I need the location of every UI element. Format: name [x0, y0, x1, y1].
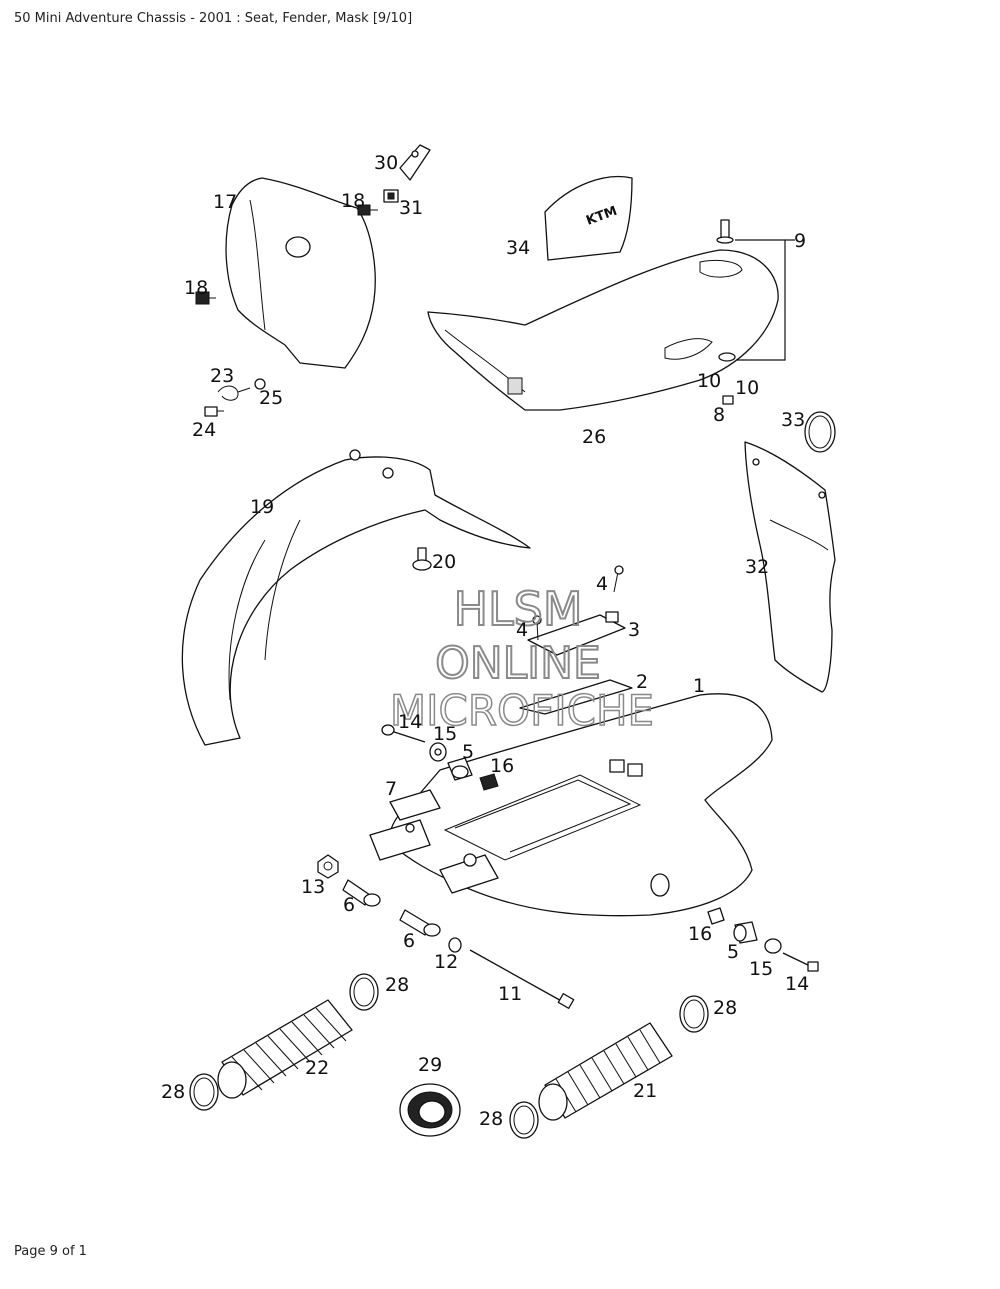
callout-21: 21: [633, 1080, 657, 1102]
part-15-washer-lower: [764, 938, 782, 954]
part-6-spacer-lower: [399, 909, 441, 937]
callout-6: 6: [403, 930, 415, 952]
part-14-bolt-lower: [782, 952, 819, 972]
part-22-fork-boot-left: [217, 999, 353, 1099]
callout-28: 28: [385, 974, 409, 996]
callout-33: 33: [781, 409, 805, 431]
part-10-washer: [718, 352, 736, 362]
watermark-line-3: MICROFICHE: [390, 686, 654, 735]
part-25-washer: [254, 378, 266, 390]
callout-9: 9: [794, 230, 806, 252]
callout-29: 29: [418, 1054, 442, 1076]
part-28-clamp-d: [509, 1101, 539, 1139]
callout-13: 13: [301, 876, 325, 898]
callout-20: 20: [432, 551, 456, 573]
part-28-clamp-a: [349, 973, 379, 1011]
callout-25: 25: [259, 387, 283, 409]
callout-2: 2: [636, 671, 648, 693]
part-19-front-fender: [181, 449, 531, 746]
part-33-clamp-ring: [804, 411, 836, 453]
part-11-long-bolt: [469, 949, 575, 1009]
callout-24: 24: [192, 419, 216, 441]
part-1-tank-body: [369, 693, 773, 917]
part-28-clamp-c: [679, 995, 709, 1033]
part-16-nut-lower: [707, 907, 725, 925]
part-8-nut: [722, 395, 734, 405]
part-24-screw: [204, 406, 224, 417]
watermark-line-1: HLSM: [453, 582, 582, 636]
callout-19: 19: [250, 496, 274, 518]
part-9-seat-bolt: [716, 219, 734, 244]
part-13-nut: [317, 854, 339, 879]
part-29-seal-ring: [399, 1083, 461, 1137]
callout-10: 10: [697, 370, 721, 392]
callout-18: 18: [341, 190, 365, 212]
callout-14: 14: [785, 973, 809, 995]
part-4-screw-lower: [532, 615, 542, 641]
callout-30: 30: [374, 152, 398, 174]
part-15-washer-upper: [429, 742, 447, 762]
part-23-clip: [217, 385, 251, 401]
callout-32: 32: [745, 556, 769, 578]
part-30-bracket: [399, 144, 431, 181]
callout-28: 28: [713, 997, 737, 1019]
callout-18: 18: [184, 277, 208, 299]
callout-17: 17: [213, 191, 237, 213]
page-title: 50 Mini Adventure Chassis - 2001 : Seat,…: [14, 11, 413, 26]
page-footer: Page 9 of 1: [14, 1244, 87, 1259]
part-5-bushing-upper: [447, 757, 473, 781]
callout-26: 26: [582, 426, 606, 448]
callout-4: 4: [516, 619, 528, 641]
watermark-line-2: ONLINE: [435, 638, 601, 689]
callout-34: 34: [506, 237, 530, 259]
callout-4: 4: [596, 573, 608, 595]
part-18-screw-top: [357, 204, 378, 216]
callout-5: 5: [727, 941, 739, 963]
callout-23: 23: [210, 365, 234, 387]
part-12-washer: [448, 937, 462, 953]
part-28-clamp-b: [189, 1073, 219, 1111]
part-16-nut-upper: [479, 773, 499, 791]
callout-11: 11: [498, 983, 522, 1005]
part-32-mud-flap: [744, 441, 836, 693]
callout-12: 12: [434, 951, 458, 973]
part-18-screw-left: [195, 291, 216, 305]
callout-15: 15: [433, 723, 457, 745]
callout-labels: 30 31 18 17 18 23 25 24 34 9 10 10 8 26 …: [161, 152, 809, 1130]
callout-8: 8: [713, 404, 725, 426]
callout-16: 16: [490, 755, 514, 777]
callout-28: 28: [161, 1081, 185, 1103]
part-14-bolt-upper: [381, 724, 426, 743]
callout-10: 10: [735, 377, 759, 399]
part-31-nut: [383, 189, 399, 203]
part-3-plate: [527, 611, 626, 656]
part-5-bushing-lower: [733, 921, 758, 944]
part-6-spacer-upper: [342, 879, 381, 907]
part-26-seat: [427, 249, 779, 411]
watermark: HLSM ONLINE MICROFICHE: [389, 581, 655, 736]
callout-22: 22: [305, 1057, 329, 1079]
callout-14: 14: [398, 711, 422, 733]
callout-15: 15: [749, 958, 773, 980]
callout-6: 6: [343, 894, 355, 916]
callout-5: 5: [462, 741, 474, 763]
part-20-bolt: [412, 547, 432, 571]
callout-1: 1: [693, 675, 705, 697]
part-34-seat-decal: KTM: [544, 175, 633, 261]
callout-3: 3: [628, 619, 640, 641]
callout-28: 28: [479, 1108, 503, 1130]
callout-31: 31: [399, 197, 423, 219]
part-17-headlight-mask: [225, 177, 376, 369]
part-4-screw-upper: [613, 565, 624, 593]
callout-7: 7: [385, 778, 397, 800]
callout-16: 16: [688, 923, 712, 945]
callout-leaders: [735, 239, 795, 361]
part-7-sticker: [389, 789, 441, 821]
part-21-fork-boot-right: [538, 1022, 673, 1121]
part-2-filter-pad: [519, 679, 633, 715]
